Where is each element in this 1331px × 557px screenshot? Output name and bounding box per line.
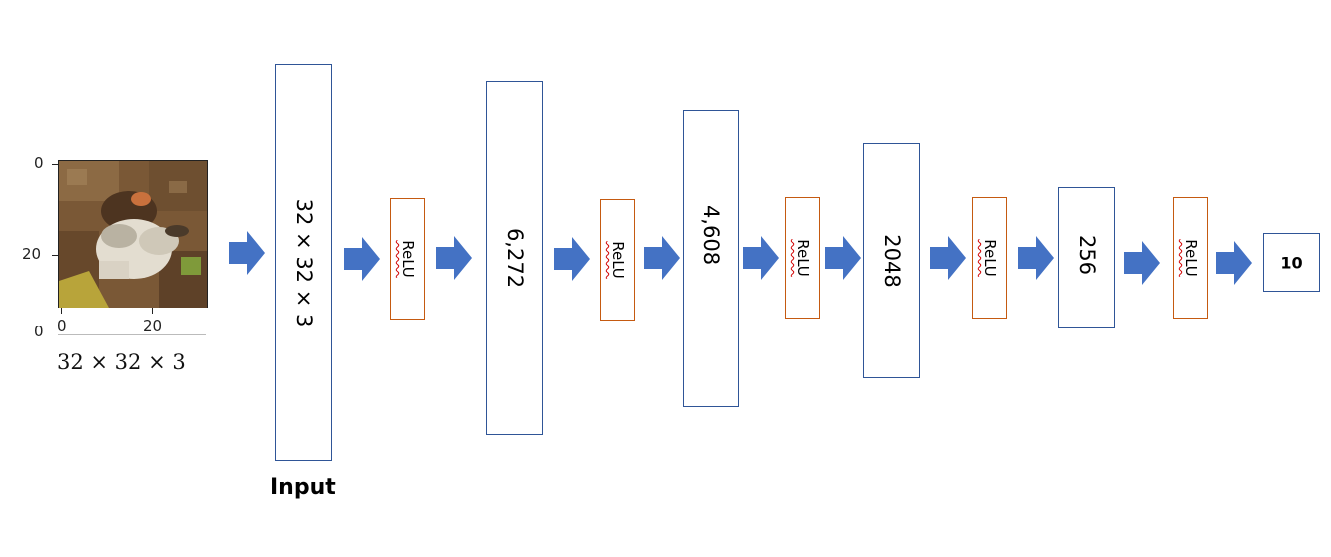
output-label: 10 (1280, 253, 1303, 272)
input-caption: Input (270, 475, 336, 500)
relu-4-label: ReLU (980, 239, 999, 277)
relu-5-label: ReLU (1181, 239, 1200, 277)
relu-3: ReLU (785, 197, 820, 319)
layer-5: 256 (1058, 187, 1115, 328)
arrow-right-icon (554, 237, 590, 281)
layer-3-label: 4,608 (699, 204, 723, 265)
arrow-right-icon (930, 236, 966, 280)
arrow-right-icon (436, 236, 472, 280)
arrow-right-icon (644, 236, 680, 280)
layer-input: 32 × 32 × 3 (275, 64, 332, 461)
input-image (58, 160, 208, 308)
x-tick-0 (61, 308, 62, 314)
x-tick-label-20: 20 (143, 317, 163, 335)
input-shape-label: 32 × 32 × 3 (57, 350, 186, 374)
relu-2-label: ReLU (608, 241, 627, 279)
x-axis-line (58, 334, 206, 335)
layer-2-label: 6,272 (502, 227, 527, 289)
arrow-right-icon (1018, 236, 1054, 280)
arrow-right-icon (1216, 241, 1252, 285)
relu-5: ReLU (1173, 197, 1208, 319)
relu-3-label: ReLU (793, 239, 812, 277)
arrow-right-icon (344, 237, 380, 281)
layer-4: 2048 (863, 143, 920, 378)
y-tick-label-0: 0 (34, 154, 44, 172)
relu-1: ReLU (390, 198, 425, 320)
y-tick-20 (52, 255, 58, 256)
layer-5-label: 256 (1074, 234, 1099, 275)
layer-4-label: 2048 (879, 233, 904, 288)
arrow-right-icon (1124, 241, 1160, 285)
layer-input-label: 32 × 32 × 3 (291, 198, 316, 327)
y-tick-label-20: 20 (22, 245, 42, 263)
frog-image (59, 161, 207, 308)
x-tick-20 (152, 308, 153, 314)
arrow-right-icon (825, 236, 861, 280)
x-tick-label-0: 0 (57, 317, 67, 335)
output-layer: 10 (1263, 233, 1320, 292)
arrow-right-icon (229, 231, 265, 275)
layer-3: 4,608 (683, 110, 739, 407)
relu-2: ReLU (600, 199, 635, 321)
relu-1-label: ReLU (398, 240, 417, 278)
y-tick-label-clipped: 0 (34, 326, 44, 336)
arrow-right-icon (743, 236, 779, 280)
relu-4: ReLU (972, 197, 1007, 319)
y-tick-0 (52, 164, 58, 165)
layer-2: 6,272 (486, 81, 543, 435)
